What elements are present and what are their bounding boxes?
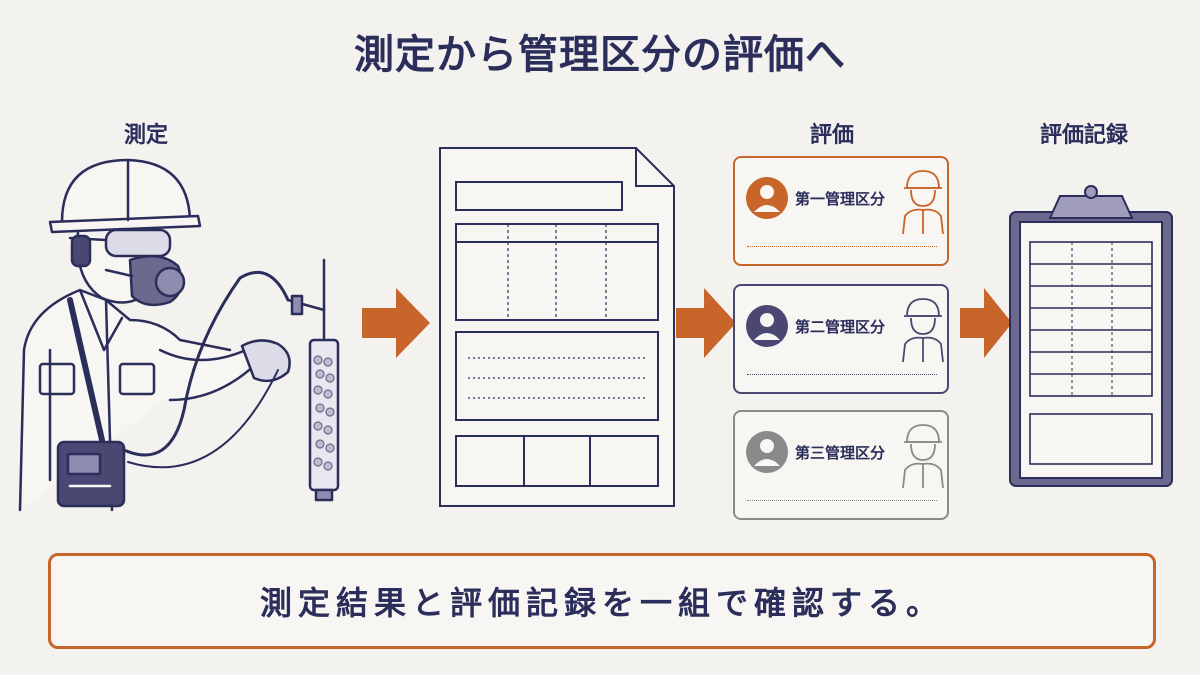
report-document-icon <box>438 146 676 508</box>
right-arrow-icon <box>362 288 430 358</box>
helmet-worker-icon <box>902 170 944 234</box>
clipboard-icon <box>1008 184 1174 488</box>
dotted-line <box>747 374 937 375</box>
dotted-line <box>747 246 937 247</box>
record-label: 評価記録 <box>1040 123 1129 148</box>
right-arrow-icon <box>676 288 736 358</box>
page-title: 測定から管理区分の評価へ <box>354 32 846 78</box>
worker-with-respirator-icon <box>10 150 350 520</box>
evaluation-card-first: 第一管理区分 <box>733 156 949 266</box>
person-avatar-icon <box>746 431 788 473</box>
measurement-label: 測定 <box>124 123 169 148</box>
helmet-worker-icon <box>902 298 944 362</box>
person-avatar-icon <box>746 177 788 219</box>
summary-box: 測定結果と評価記録を一組で確認する。 <box>48 553 1156 649</box>
evaluation-card-second: 第二管理区分 <box>733 284 949 394</box>
evaluation-card-third: 第三管理区分 <box>733 410 949 520</box>
evaluation-card-second-label: 第二管理区分 <box>795 318 886 336</box>
person-avatar-icon <box>746 305 788 347</box>
right-arrow-icon <box>960 288 1012 358</box>
evaluation-card-third-label: 第三管理区分 <box>795 444 886 462</box>
summary-text: 測定結果と評価記録を一組で確認する。 <box>259 584 944 622</box>
helmet-worker-icon <box>902 424 944 488</box>
evaluation-card-first-label: 第一管理区分 <box>795 190 886 208</box>
dotted-line <box>747 500 937 501</box>
evaluation-label: 評価 <box>810 123 855 148</box>
